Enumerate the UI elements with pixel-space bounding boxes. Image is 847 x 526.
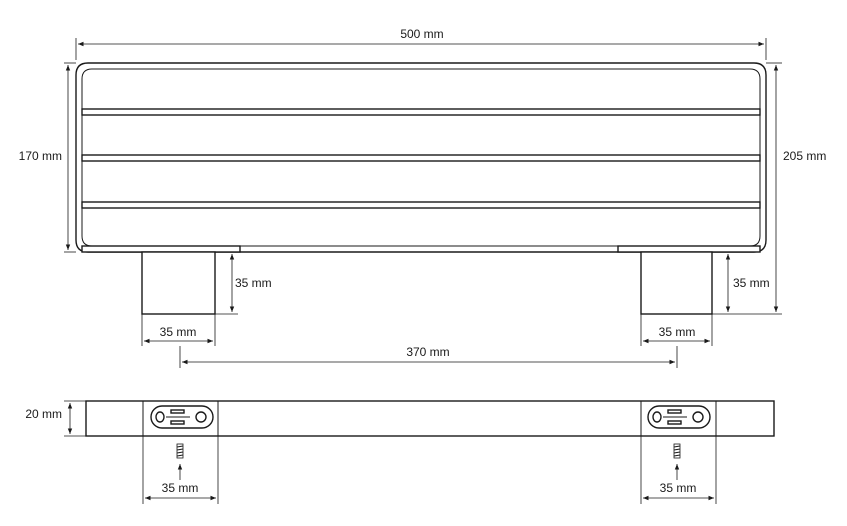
dim-height-rail: 170 mm <box>19 62 76 253</box>
label-height-total: 205 mm <box>783 149 826 163</box>
dim-bracket-width-right: 35 mm <box>640 436 717 504</box>
front-view <box>75 62 767 315</box>
left-ledge <box>81 245 241 253</box>
dim-post-spacing: 370 mm <box>179 345 678 368</box>
right-post <box>640 251 713 315</box>
dim-width-total: 500 mm <box>75 27 767 60</box>
right-bracket <box>647 405 711 429</box>
rail-bar-3 <box>81 201 761 209</box>
label-bracket-width-left: 35 mm <box>162 481 199 495</box>
label-bar-depth: 20 mm <box>25 407 62 421</box>
dim-post-width-left: 35 mm <box>141 314 216 346</box>
right-screw-icon <box>673 443 681 480</box>
bottom-view <box>85 400 775 480</box>
label-post-height-left: 35 mm <box>235 276 272 290</box>
label-height-rail: 170 mm <box>19 149 62 163</box>
left-bracket <box>150 405 214 429</box>
dim-height-total: 205 mm <box>712 62 826 315</box>
label-post-width-right: 35 mm <box>659 325 696 339</box>
dim-post-width-right: 35 mm <box>640 314 713 346</box>
rail-bar-1 <box>81 108 761 116</box>
label-bracket-width-right: 35 mm <box>660 481 697 495</box>
left-post <box>141 251 216 315</box>
label-width-total: 500 mm <box>400 27 443 41</box>
label-post-width-left: 35 mm <box>160 325 197 339</box>
dim-post-height-left: 35 mm <box>215 251 272 315</box>
left-screw-icon <box>176 443 184 480</box>
label-post-height-right: 35 mm <box>733 276 770 290</box>
label-post-spacing: 370 mm <box>406 345 449 359</box>
rail-bar-2 <box>81 154 761 162</box>
dim-bar-depth: 20 mm <box>25 400 86 437</box>
dim-bracket-width-left: 35 mm <box>142 436 219 504</box>
dim-post-height-right: 35 mm <box>712 251 770 312</box>
right-ledge <box>617 245 761 253</box>
